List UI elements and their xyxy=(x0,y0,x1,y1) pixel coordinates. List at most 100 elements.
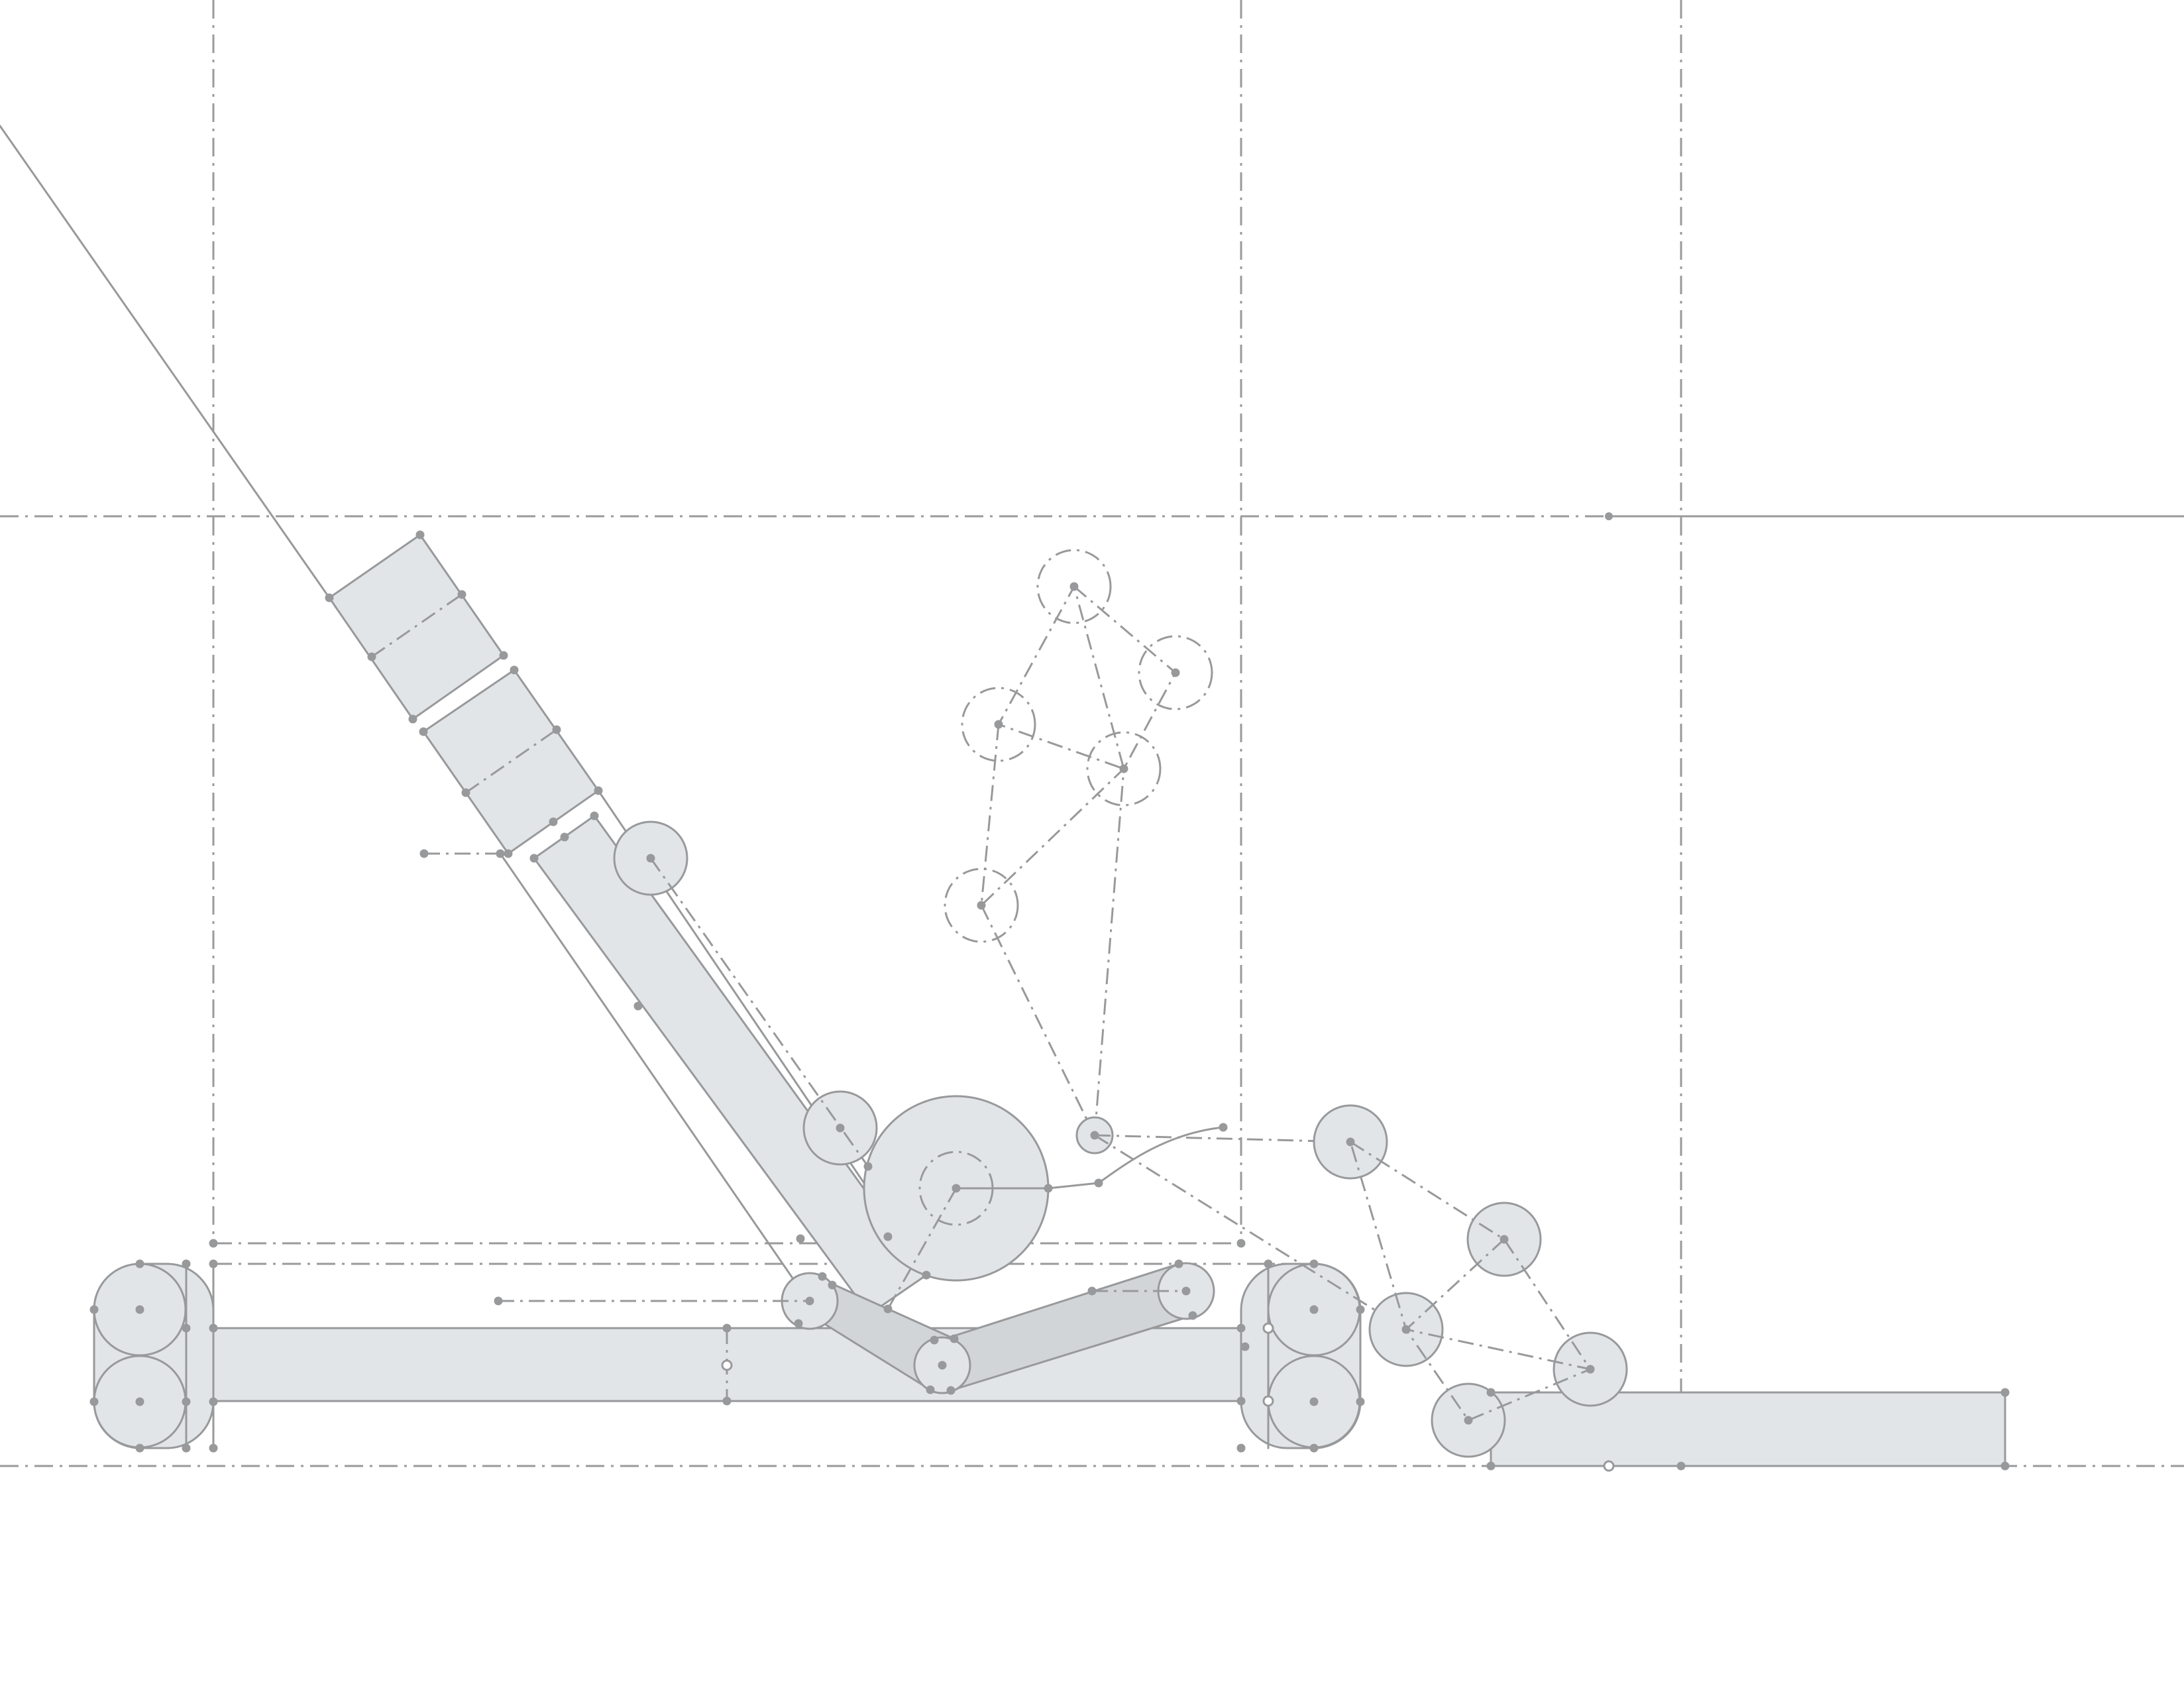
vertex-point xyxy=(1401,1325,1411,1334)
vertex-point xyxy=(1236,1396,1246,1406)
vertex-point xyxy=(2000,1461,2010,1471)
vertex-point xyxy=(209,1397,218,1406)
vertex-point xyxy=(510,665,519,675)
vertex-point xyxy=(325,593,334,602)
vertex-point xyxy=(1309,1443,1319,1453)
boom-segment-top-axis xyxy=(371,593,463,658)
vertex-point xyxy=(408,714,417,724)
vertex-point xyxy=(977,901,986,910)
vertex-point-open xyxy=(1262,1322,1274,1334)
vertex-point xyxy=(1219,1123,1228,1132)
vertex-point xyxy=(590,811,599,820)
right-link-top xyxy=(1094,1134,1351,1143)
vertex-point xyxy=(135,1259,144,1268)
vertex-point xyxy=(1486,1388,1496,1397)
right-link-diagonal xyxy=(1094,1134,1407,1331)
vertex-point xyxy=(828,1280,837,1290)
vertex-point xyxy=(926,1385,935,1394)
boom-joint-axis xyxy=(649,858,869,1167)
vertex-point xyxy=(883,1304,893,1314)
right-node-edges-b xyxy=(1405,1238,1591,1422)
vertex-point-open xyxy=(1262,1395,1274,1407)
vertex-point xyxy=(182,1323,191,1333)
vertex-point xyxy=(209,1323,218,1333)
vertex-point xyxy=(209,1239,218,1248)
vertex-point xyxy=(883,1232,893,1241)
vertex-point xyxy=(633,1001,643,1011)
vertex-point xyxy=(1174,1259,1183,1268)
vertex-point xyxy=(818,1272,827,1281)
vertex-point xyxy=(794,1319,803,1328)
vertex-point-open xyxy=(721,1359,733,1371)
vertex-point xyxy=(496,849,505,858)
ghost-node-left xyxy=(961,687,1036,762)
ghost-node-top xyxy=(1036,549,1112,624)
vertex-point xyxy=(89,1305,99,1314)
vertex-point xyxy=(1236,1443,1246,1453)
vertex-point xyxy=(946,1386,956,1395)
vertex-point xyxy=(796,1234,805,1243)
vertex-point xyxy=(549,817,558,826)
ghost-node-right xyxy=(1138,635,1213,710)
vertex-point xyxy=(135,1443,144,1453)
vertex-point xyxy=(1236,1323,1246,1333)
vertex-point xyxy=(552,725,561,734)
vertex-point xyxy=(2000,1388,2010,1397)
boom-main-shaft xyxy=(533,815,928,1316)
vertex-point xyxy=(419,727,428,736)
vertex-point xyxy=(182,1443,191,1453)
vertex-point xyxy=(1356,1397,1365,1406)
left-roller-stack xyxy=(93,1263,215,1449)
vertex-point xyxy=(457,590,466,599)
ghost-node-center xyxy=(1086,731,1162,807)
boom-segment-middle-axis xyxy=(465,728,557,794)
ghost-edges-b xyxy=(980,724,1125,1136)
vertex-point xyxy=(419,849,429,858)
vertex-point xyxy=(1264,1259,1273,1268)
vertex-point xyxy=(1188,1311,1197,1320)
vertex-point xyxy=(1346,1137,1355,1147)
vertex-point xyxy=(938,1361,947,1370)
vertex-point xyxy=(1309,1397,1319,1406)
vertex-point xyxy=(1181,1286,1191,1296)
vertex-point xyxy=(1087,1286,1097,1296)
vertex-point xyxy=(1486,1461,1496,1471)
right-roller-stack xyxy=(1240,1263,1362,1449)
vertex-point xyxy=(722,1396,732,1406)
guide-lines xyxy=(0,0,2184,1467)
vertex-point xyxy=(560,832,569,842)
vertex-point xyxy=(805,1296,814,1306)
vertex-point xyxy=(209,1259,218,1268)
vertex-point xyxy=(1090,1131,1099,1140)
vertex-point xyxy=(646,854,655,863)
vertex-point xyxy=(952,1184,961,1193)
right-ground-block xyxy=(1490,1391,2006,1467)
vertex-point xyxy=(135,1397,144,1406)
guide-diagonal-top xyxy=(0,125,331,599)
ghost-edges-a xyxy=(997,584,1177,772)
ghost-node-lower xyxy=(944,868,1019,943)
vertex-point xyxy=(1240,1342,1250,1351)
vertex-point xyxy=(930,1335,939,1345)
linkage-drive-axis xyxy=(887,1188,957,1310)
vertex-point xyxy=(1464,1416,1473,1425)
vertex-point xyxy=(461,788,470,797)
guide-point xyxy=(1605,512,1613,520)
boom-arm xyxy=(328,534,928,1316)
vertex-point xyxy=(950,1334,959,1343)
vertex-point xyxy=(1309,1259,1319,1268)
vertex-point xyxy=(367,652,376,661)
ghost-edge-c xyxy=(980,905,1096,1136)
vertex-point xyxy=(209,1443,218,1453)
vertex-point xyxy=(1676,1461,1686,1471)
right-link-curve xyxy=(1047,1126,1225,1190)
vertex-point xyxy=(1119,764,1128,773)
vertex-point xyxy=(529,854,539,863)
vertex-point-open xyxy=(1603,1460,1615,1472)
boom-rail-outer xyxy=(499,852,812,1306)
vertex-point xyxy=(1044,1184,1053,1193)
vertex-point xyxy=(1094,1178,1103,1188)
vertex-point xyxy=(504,849,513,858)
vertex-point xyxy=(1500,1235,1509,1244)
